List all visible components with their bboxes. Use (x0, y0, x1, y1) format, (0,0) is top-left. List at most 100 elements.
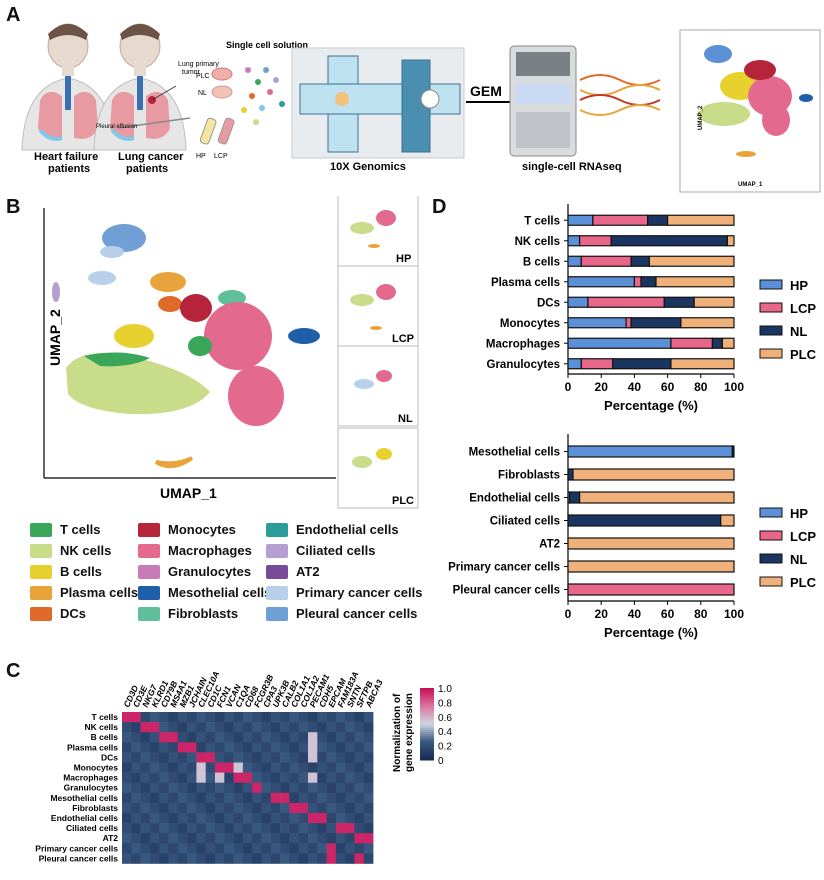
heatmap-cell (159, 833, 169, 844)
category-label: Macrophages (486, 338, 560, 350)
panel-label-a: A (6, 4, 21, 26)
heatmap-cell (149, 772, 160, 783)
colorbar-segment (420, 730, 434, 733)
heatmap-cell (298, 813, 309, 824)
heatmap-cell (205, 802, 216, 814)
heatmap-cell (122, 712, 132, 723)
colorbar-segment (420, 704, 434, 707)
heatmap-cell (270, 712, 281, 723)
heatmap-cell (196, 752, 206, 763)
heatmap-cell (261, 712, 272, 723)
heatmap-cell (187, 722, 197, 733)
heatmap-cell (261, 792, 272, 804)
umap1-axis-label: UMAP_1 (160, 485, 217, 501)
heatmap-cell (159, 823, 169, 834)
x-tick-label: 100 (724, 607, 744, 621)
heatmap-cell (149, 762, 160, 773)
heatmap-cell (270, 843, 281, 854)
heatmap-cell (354, 853, 365, 864)
heatmap-cell (326, 772, 337, 783)
x-tick-label: 100 (724, 380, 744, 394)
heatmap-cell (159, 813, 169, 824)
heatmap-cell (159, 752, 169, 763)
heatmap-cell (308, 732, 318, 743)
heatmap-cell (205, 722, 216, 733)
heatmap-cell (233, 732, 244, 743)
heatmap-cell (335, 833, 346, 844)
heatmap-cell (131, 742, 141, 753)
heatmap-cell (317, 823, 327, 834)
heatmap-cell (317, 722, 327, 733)
heatmap-cell (177, 823, 188, 834)
heatmap-cell (177, 853, 188, 864)
heatmap-cell (252, 772, 262, 783)
heatmap-cell (187, 833, 197, 844)
heatmap-cell (335, 853, 346, 864)
legend-item: Ciliated cells (266, 543, 375, 558)
heatmap-cell (131, 853, 141, 864)
colorbar-segment (420, 712, 434, 715)
heatmap-cell (335, 782, 346, 794)
legend-swatch (30, 543, 52, 558)
heatmap-cell (354, 752, 365, 763)
colorbar-segment (420, 710, 434, 713)
heatmap-cell (187, 813, 197, 824)
lung-primary-tumor-label: Lung primary (178, 61, 219, 68)
thumb-label-hp: HP (396, 253, 411, 265)
heatmap-cell (131, 802, 141, 814)
heatmap-cell (140, 823, 151, 834)
heatmap-row-label: B cells (91, 732, 119, 742)
legend-swatch (759, 507, 783, 518)
heatmap-cell (308, 853, 318, 864)
heatmap-cell (187, 732, 197, 743)
bar-segment (567, 583, 735, 596)
heatmap-cell (168, 742, 179, 753)
heatmap-cell (196, 853, 206, 864)
heatmap-cell (242, 782, 253, 794)
colorbar-segment (420, 692, 434, 695)
heatmap-cell (224, 802, 234, 814)
heatmap-row-label: Monocytes (74, 763, 119, 773)
heatmap-cell (289, 843, 299, 854)
heatmap-cell (270, 833, 281, 844)
heatmap-cell (289, 712, 299, 723)
heatmap-cell (326, 762, 337, 773)
heatmap-cell (215, 802, 225, 814)
heatmap-cell (317, 772, 327, 783)
thumb-label-plc: PLC (392, 495, 414, 507)
colorbar-segment (420, 738, 434, 741)
heatmap-cell (261, 772, 272, 783)
heatmap-cell (270, 732, 281, 743)
heatmap-cell (196, 772, 206, 783)
heatmap-cell (149, 732, 160, 743)
heatmap-cell (289, 823, 299, 834)
heatmap-cell (326, 792, 337, 804)
legend-label: PLC (790, 575, 817, 590)
heatmap-cell (205, 792, 216, 804)
heatmap-cell (215, 772, 225, 783)
heatmap-cell (159, 792, 169, 804)
heatmap-cell (242, 813, 253, 824)
colorbar-segment (420, 716, 434, 719)
heatmap-cell (205, 813, 216, 824)
heatmap-cell (196, 782, 206, 794)
category-label: NK cells (515, 236, 560, 248)
colorbar-segment (420, 752, 434, 755)
category-label: Primary cancer cells (448, 562, 560, 574)
heatmap-cell (131, 823, 141, 834)
nl-umap-thumbnail (337, 345, 419, 427)
heatmap-cell (177, 752, 188, 763)
legend-swatch (30, 522, 52, 537)
heatmap-row-label: Fibroblasts (72, 803, 118, 813)
bar-segment (580, 255, 632, 267)
heatmap-cell (289, 732, 299, 743)
plc-sample-label: PLC (196, 73, 210, 80)
heatmap-cell (233, 843, 244, 854)
heatmap-cell (261, 802, 272, 814)
bar-segment (640, 276, 657, 288)
legend-swatch (138, 585, 160, 600)
legend-label: Macrophages (168, 543, 252, 558)
heatmap-row-label: Mesothelial cells (50, 793, 118, 803)
heart-failure-label-2: patients (48, 163, 90, 175)
bar-segment (625, 317, 632, 329)
